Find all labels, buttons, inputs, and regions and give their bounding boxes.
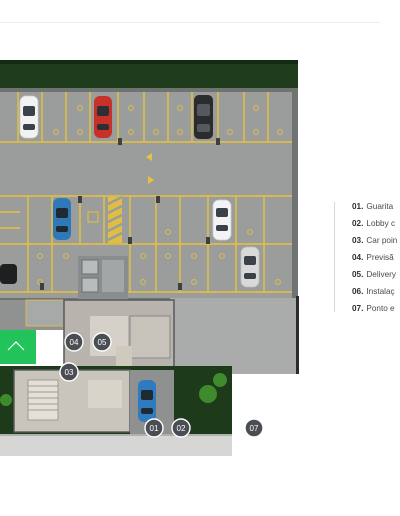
svg-text:04: 04 [70,338,79,347]
floor-plan: 04 05 03 01 02 07 [0,60,299,456]
parking-row-top [0,92,292,143]
legend-item: 06.Instalaç [352,287,395,296]
shrubs [0,373,227,406]
car-black-left [0,264,17,284]
stairs [27,379,59,421]
legend-item: 03.Car poin [352,236,398,245]
marker-05: 05 [92,332,112,352]
sidewalk [0,436,232,456]
svg-text:07: 07 [250,424,259,433]
columns [40,138,220,290]
car-white-2 [212,199,232,241]
legend-item: 05.Delivery [352,270,396,279]
top-divider [0,22,380,23]
svg-text:03: 03 [65,368,74,377]
car-black-top [194,95,213,139]
legend-item: 01.Guarita [352,202,394,211]
legend-item: 02.Lobby c [352,219,396,228]
accessible-symbol [87,211,99,223]
marker-04: 04 [64,332,84,352]
marker-07: 07 [244,418,264,438]
legend-item: 04.Previsã [352,253,394,262]
hedge-top [0,60,298,92]
marker-02: 02 [171,418,191,438]
pavement-right [170,298,298,374]
svg-text:05: 05 [98,338,107,347]
car-grey [240,246,260,288]
direction-arrows [146,153,154,184]
marker-03: 03 [59,362,79,382]
svg-text:02: 02 [177,424,186,433]
svg-text:01: 01 [150,424,159,433]
car-red [94,96,112,138]
car-blue [53,198,71,240]
car-blue-entry [138,380,156,422]
legend: 01.Guarita 02.Lobby c 03.Car poin 04.Pre… [334,202,400,312]
marker-01: 01 [144,418,164,438]
green-zone [0,330,36,364]
car-white-1 [19,95,39,139]
legend-item: 07.Ponto e [352,304,395,312]
